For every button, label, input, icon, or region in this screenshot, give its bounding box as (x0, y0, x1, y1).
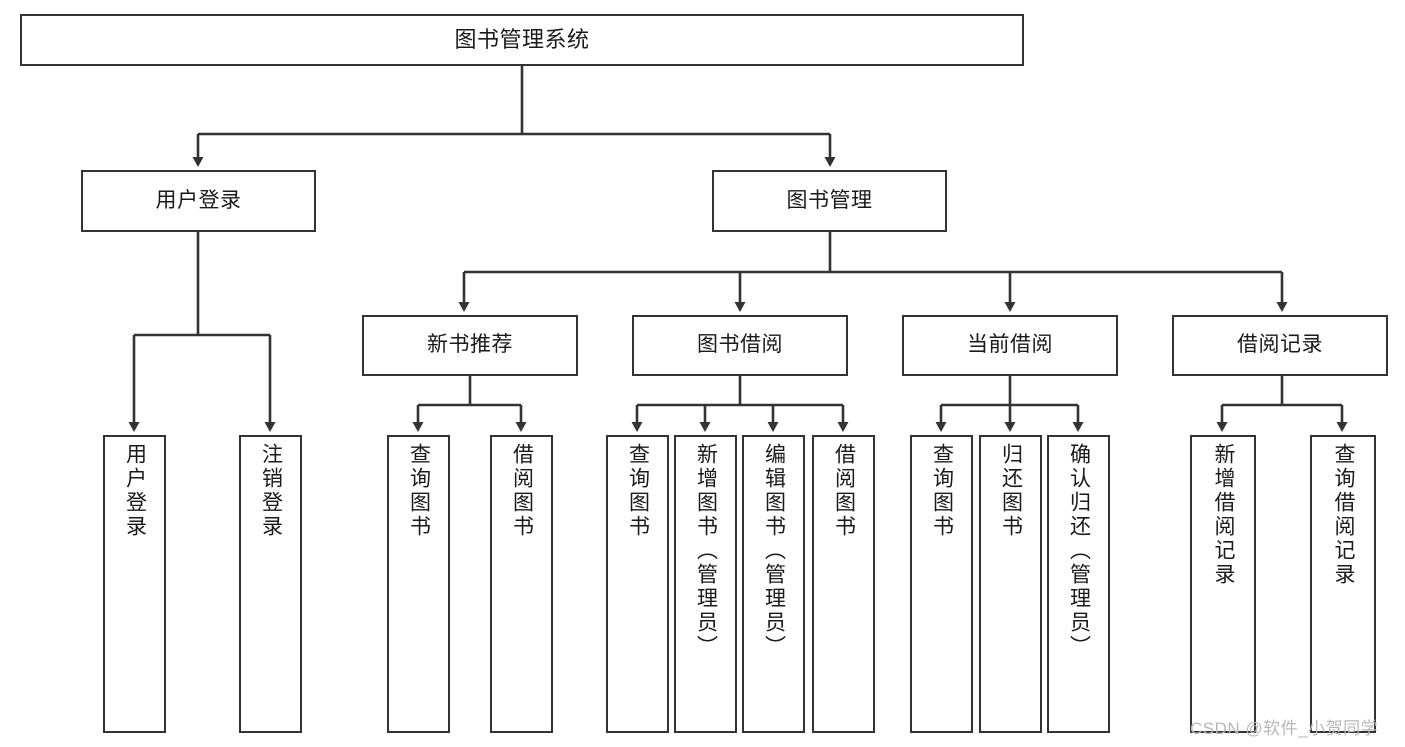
leaf-query-books-borrow[interactable]: 查询图书 (606, 435, 669, 733)
leaf-add-borrow-record[interactable]: 新增借阅记录 (1190, 435, 1256, 733)
node-label: 新增图书（管理员） (694, 443, 718, 659)
node-label: 用户登录 (155, 188, 242, 212)
node-label: 确认归还（管理员） (1067, 443, 1091, 659)
leaf-confirm-return-admin[interactable]: 确认归还（管理员） (1047, 435, 1110, 733)
node-label: 新增借阅记录 (1212, 443, 1236, 587)
node-label: 图书管理系统 (454, 27, 590, 53)
node-new-book-recommend[interactable]: 新书推荐 (362, 315, 578, 376)
node-label: 借阅图书 (510, 443, 534, 539)
leaf-query-books-recommend[interactable]: 查询图书 (387, 435, 450, 733)
node-label: 借阅图书 (832, 443, 856, 539)
node-label: 图书借阅 (697, 333, 783, 357)
node-label: 查询借阅记录 (1332, 443, 1356, 587)
node-label: 查询图书 (626, 443, 650, 539)
node-current-borrow[interactable]: 当前借阅 (902, 315, 1118, 376)
node-label: 查询图书 (407, 443, 431, 539)
node-user-login[interactable]: 用户登录 (81, 170, 316, 232)
node-root-book-management-system[interactable]: 图书管理系统 (20, 14, 1024, 66)
csdn-watermark: CSDN @软件_小贺同学 (1190, 719, 1379, 738)
node-label: 用户登录 (123, 443, 147, 539)
leaf-query-borrow-record[interactable]: 查询借阅记录 (1310, 435, 1376, 733)
node-label: 图书管理 (786, 188, 873, 212)
leaf-add-book-admin[interactable]: 新增图书（管理员） (674, 435, 737, 733)
node-label: 注销登录 (259, 443, 283, 539)
node-label: 当前借阅 (967, 333, 1053, 357)
node-label: 归还图书 (999, 443, 1023, 539)
leaf-borrow-books-recommend[interactable]: 借阅图书 (490, 435, 553, 733)
node-label: 编辑图书（管理员） (762, 443, 786, 659)
node-label: 查询图书 (930, 443, 954, 539)
leaf-borrow-books[interactable]: 借阅图书 (812, 435, 875, 733)
leaf-user-login[interactable]: 用户登录 (103, 435, 166, 733)
leaf-return-book[interactable]: 归还图书 (979, 435, 1042, 733)
leaf-edit-book-admin[interactable]: 编辑图书（管理员） (742, 435, 805, 733)
node-label: 借阅记录 (1237, 333, 1323, 357)
node-label: 新书推荐 (427, 333, 513, 357)
node-borrow-records[interactable]: 借阅记录 (1172, 315, 1388, 376)
leaf-query-books-current[interactable]: 查询图书 (910, 435, 973, 733)
leaf-logout[interactable]: 注销登录 (239, 435, 302, 733)
node-book-borrow[interactable]: 图书借阅 (632, 315, 848, 376)
node-book-management[interactable]: 图书管理 (712, 170, 947, 232)
